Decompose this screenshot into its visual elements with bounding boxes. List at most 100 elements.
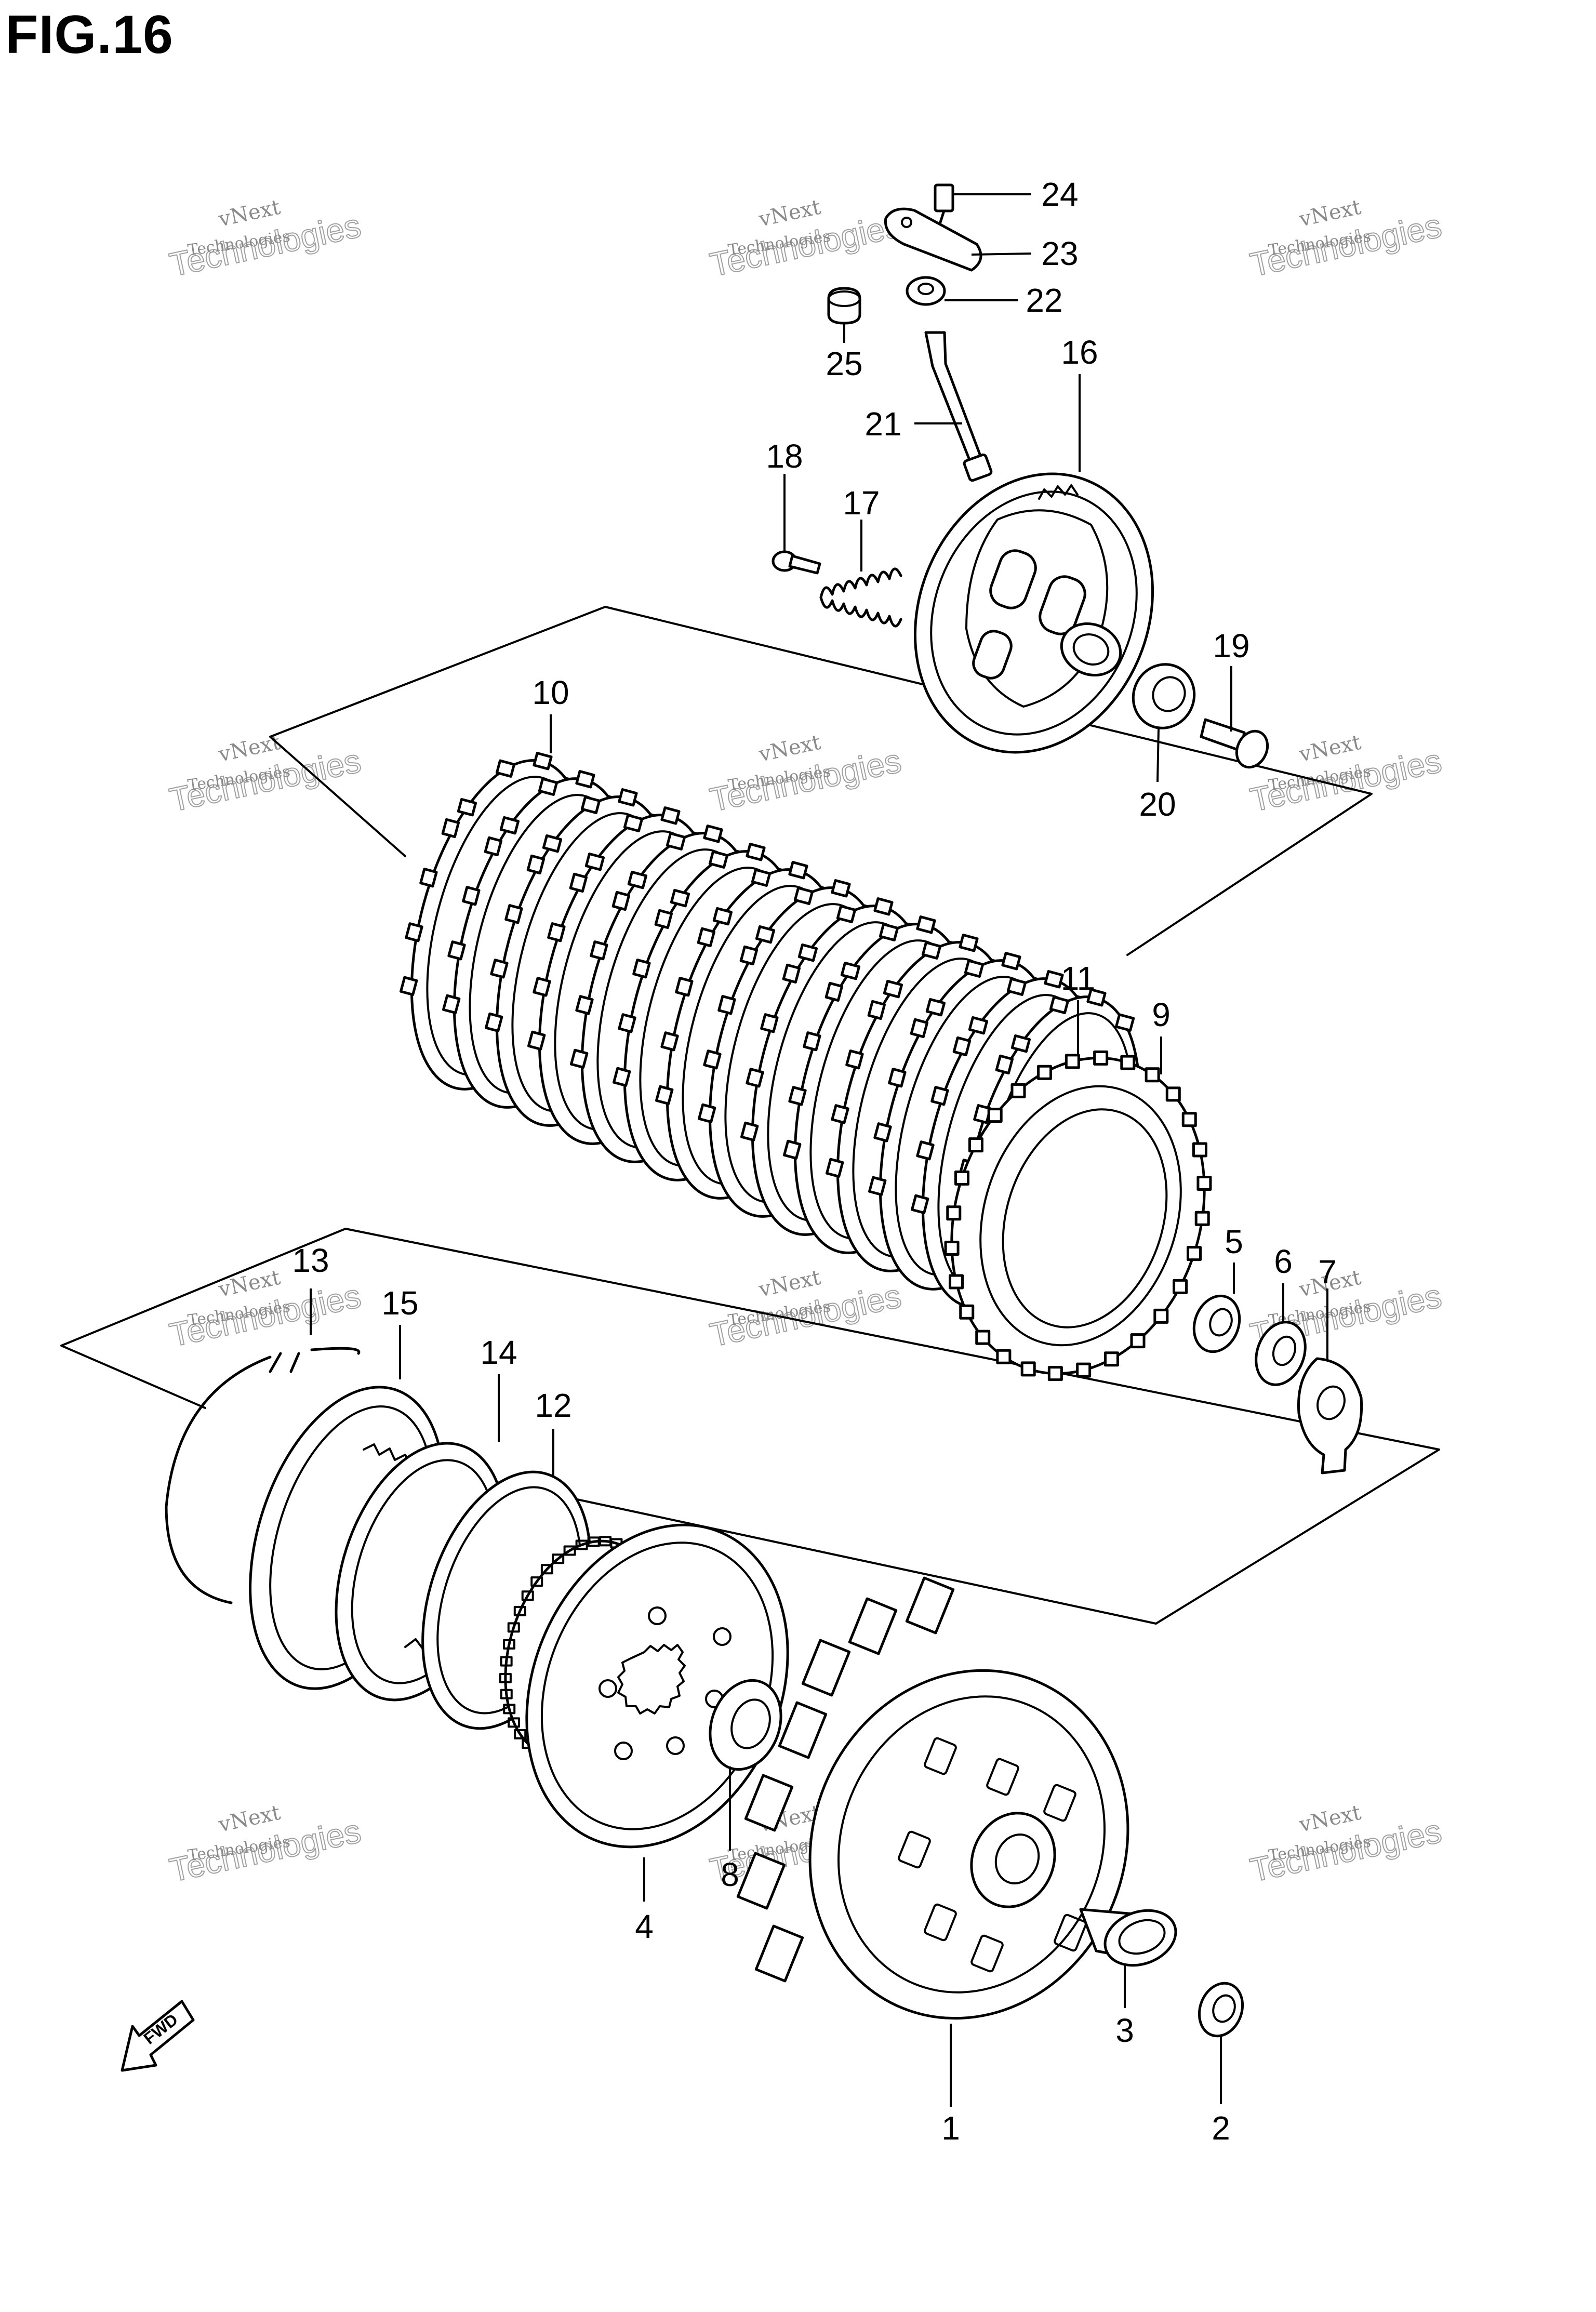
callout-25: 25 xyxy=(826,345,862,382)
part-4-sleeve-hub xyxy=(499,1523,789,1902)
plate-9-tooth xyxy=(987,1108,1003,1123)
part-20-bearing xyxy=(1132,663,1196,782)
housing-finger xyxy=(736,1852,786,1910)
plate-9-tooth xyxy=(1192,1142,1207,1158)
callout-5: 5 xyxy=(1225,1223,1243,1260)
callout-19: 19 xyxy=(1213,627,1249,665)
plate-9-tooth xyxy=(1196,1176,1212,1191)
part-8-thrust-washer xyxy=(709,1679,782,1851)
part-7-lock-washer xyxy=(1297,1288,1363,1474)
plate-9-tooth xyxy=(1103,1351,1119,1367)
hub-4-tooth xyxy=(507,1622,520,1633)
housing-finger xyxy=(905,1576,955,1635)
callout-24: 24 xyxy=(1041,176,1078,213)
hub-4-tooth xyxy=(540,1564,553,1575)
hub-4-tooth xyxy=(552,1553,565,1564)
callout-11: 11 xyxy=(1061,960,1095,997)
callout-23: 23 xyxy=(1041,235,1078,272)
housing-finger xyxy=(754,1924,804,1983)
callout-15: 15 xyxy=(381,1284,418,1322)
callout-10: 10 xyxy=(532,674,569,711)
plate-9-tooth xyxy=(968,1137,983,1153)
lower-frame xyxy=(60,1228,1440,1625)
housing-slot xyxy=(924,1737,957,1775)
part-9-drive-plate xyxy=(944,1037,1212,1381)
hub-4-tooth xyxy=(521,1590,534,1601)
callout-21: 21 xyxy=(864,405,901,443)
callout-8: 8 xyxy=(721,1856,739,1893)
plate-9-tooth xyxy=(1130,1333,1146,1349)
part-23-lever xyxy=(884,207,1032,272)
housing-slot xyxy=(970,1934,1004,1973)
part-3-spacer xyxy=(1079,1908,1177,2008)
plate-9-tooth xyxy=(1047,1366,1063,1381)
plate-9-tooth xyxy=(1076,1362,1092,1378)
hub-4-teeth xyxy=(499,1536,642,1757)
housing-finger xyxy=(801,1639,851,1697)
plate-9-tooth xyxy=(949,1274,964,1290)
plate-9-teeth xyxy=(944,1050,1212,1381)
part-16-pressure-plate xyxy=(913,374,1154,754)
plate-9-tooth xyxy=(975,1330,991,1345)
fwd-arrow-icon: FWD xyxy=(121,2000,195,2072)
callout-18: 18 xyxy=(766,437,803,475)
callout-12: 12 xyxy=(535,1387,571,1424)
plate-9-tooth xyxy=(996,1349,1012,1364)
part-1-clutch-housing xyxy=(736,1576,1129,2107)
part-25-bushing xyxy=(827,287,861,343)
housing-slot xyxy=(1054,1914,1087,1952)
plate-9-tooth xyxy=(1173,1279,1188,1294)
plate-9-tooth xyxy=(1181,1112,1197,1127)
callout-9: 9 xyxy=(1152,996,1171,1033)
housing-slot xyxy=(924,1903,957,1942)
plate-9-tooth xyxy=(1120,1055,1136,1070)
callout-3: 3 xyxy=(1115,2012,1134,2049)
part-2-washer xyxy=(1198,1982,1244,2104)
callout-14: 14 xyxy=(480,1334,517,1371)
part-21-push-rod xyxy=(914,331,993,482)
plate-9-tooth xyxy=(944,1240,960,1256)
upper-frame xyxy=(269,606,1373,956)
housing-finger xyxy=(848,1597,898,1655)
plate-9-tooth xyxy=(1165,1086,1181,1102)
callout-13: 13 xyxy=(292,1242,329,1279)
hub-4-tooth xyxy=(563,1545,576,1556)
hub-4-tooth xyxy=(514,1729,527,1739)
part-6-washer xyxy=(1255,1283,1307,1386)
hub-4-tooth xyxy=(500,1656,513,1667)
clutch-plate-stack xyxy=(399,752,1149,1327)
hub-4-tooth xyxy=(575,1539,588,1550)
part-17-spring xyxy=(819,520,902,628)
plate-9-tooth xyxy=(1020,1361,1036,1377)
hub-4-tooth xyxy=(503,1704,516,1715)
part-18-bolt xyxy=(772,474,821,575)
callout-17: 17 xyxy=(843,484,880,522)
figure-title: FIG.16 xyxy=(5,5,174,65)
plate-9-tooth xyxy=(954,1170,970,1186)
callout-6: 6 xyxy=(1274,1243,1293,1280)
plate-9-tooth xyxy=(1145,1067,1160,1083)
hub-4-tooth xyxy=(530,1576,543,1587)
plate-9-tooth xyxy=(1010,1083,1026,1098)
housing-slot xyxy=(986,1758,1019,1796)
callout-20: 20 xyxy=(1139,786,1176,823)
plate-9-tooth xyxy=(1194,1211,1210,1226)
plate-9-tooth xyxy=(1065,1054,1080,1069)
hub-4-tooth xyxy=(513,1605,526,1616)
housing-fingers xyxy=(736,1576,1087,1983)
callout-16: 16 xyxy=(1061,334,1098,371)
hub-4-tooth xyxy=(508,1717,521,1728)
plate-9-tooth xyxy=(1093,1050,1109,1066)
hub-4-tooth xyxy=(500,1689,513,1699)
